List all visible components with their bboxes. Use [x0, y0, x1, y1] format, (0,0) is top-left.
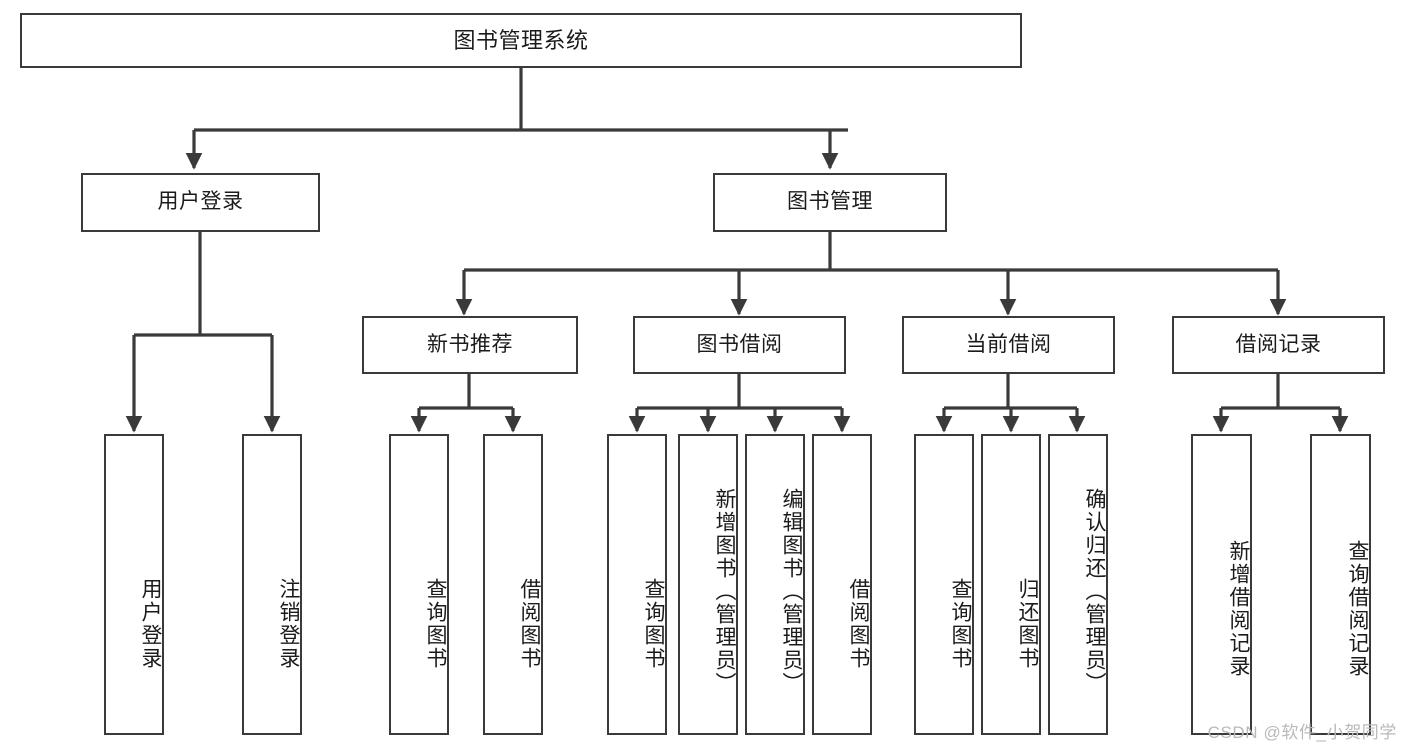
leaf-current-borrow-query[interactable]: 查询图书 — [914, 434, 974, 735]
node-borrow-record[interactable]: 借阅记录 — [1172, 316, 1385, 374]
leaf-book-borrow-add[interactable]: 新增图书（管理员） — [678, 434, 738, 735]
leaf-borrow-record-query[interactable]: 查询借阅记录 — [1310, 434, 1371, 735]
leaf-borrow-record-add[interactable]: 新增借阅记录 — [1191, 434, 1252, 735]
node-book-borrow[interactable]: 图书借阅 — [633, 316, 846, 374]
node-new-book-recommend[interactable]: 新书推荐 — [362, 316, 578, 374]
csdn-watermark: CSDN @软件_小贺同学 — [1207, 723, 1397, 742]
leaf-book-borrow-borrow[interactable]: 借阅图书 — [812, 434, 872, 735]
node-book-manage[interactable]: 图书管理 — [713, 173, 947, 232]
leaf-user-login-login[interactable]: 用户登录 — [104, 434, 164, 735]
leaf-current-borrow-return[interactable]: 归还图书 — [981, 434, 1041, 735]
leaf-current-borrow-confirm-return[interactable]: 确认归还（管理员） — [1048, 434, 1108, 735]
node-root-system[interactable]: 图书管理系统 — [20, 13, 1022, 68]
leaf-book-borrow-query[interactable]: 查询图书 — [607, 434, 667, 735]
leaf-new-book-borrow[interactable]: 借阅图书 — [483, 434, 543, 735]
leaf-book-borrow-edit[interactable]: 编辑图书（管理员） — [745, 434, 805, 735]
leaf-user-login-logout[interactable]: 注销登录 — [242, 434, 302, 735]
leaf-new-book-query[interactable]: 查询图书 — [389, 434, 449, 735]
node-user-login[interactable]: 用户登录 — [81, 173, 320, 232]
node-current-borrow[interactable]: 当前借阅 — [902, 316, 1115, 374]
